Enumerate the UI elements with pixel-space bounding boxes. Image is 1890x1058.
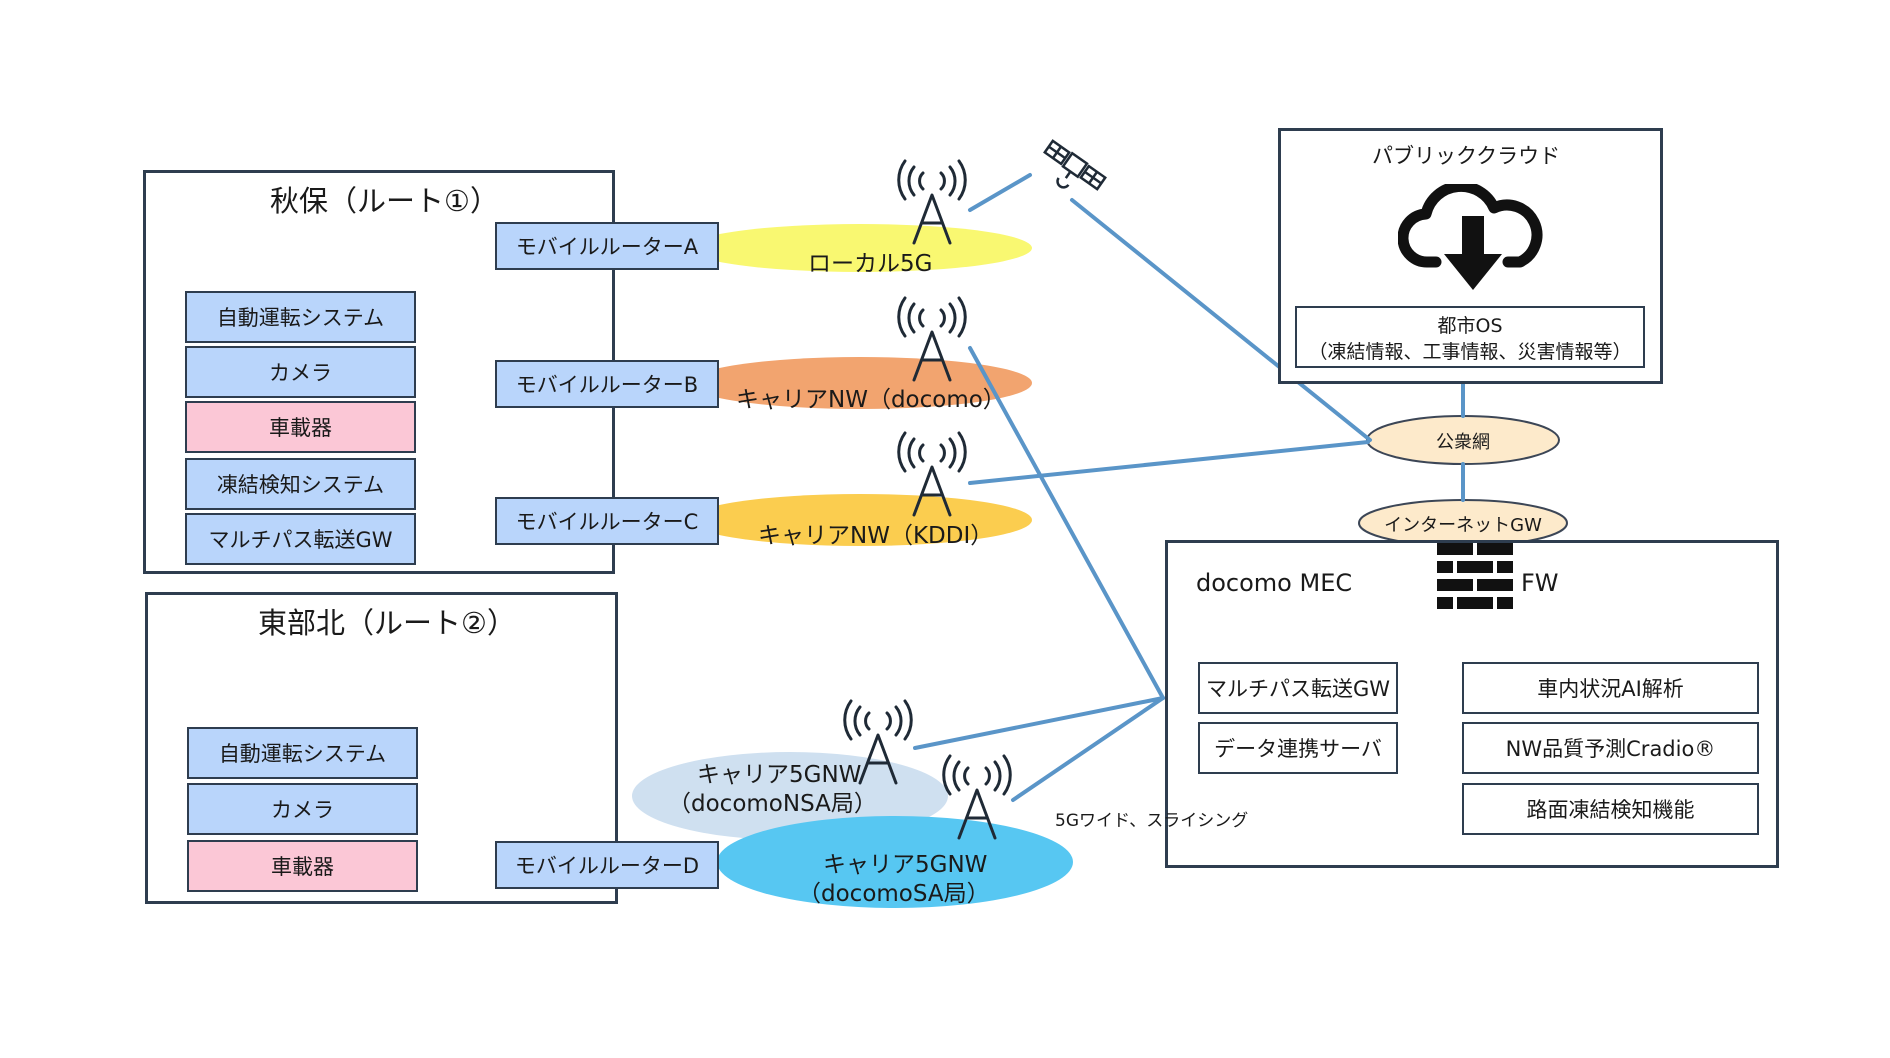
city-os-title: 都市OS [1437, 315, 1503, 337]
route2-camera: カメラ [187, 783, 418, 835]
mobile-router-a: モバイルルーターA [495, 222, 719, 270]
route1-freeze-detection: 凍結検知システム [185, 458, 416, 510]
kddi-nw-label: キャリアNW（KDDI） [758, 523, 994, 549]
route1-autonomous-driving: 自動運転システム [185, 291, 416, 343]
mec-title: docomo MEC [1196, 569, 1353, 597]
slicing-label: 5Gワイド、スライシング [1055, 811, 1249, 831]
sa-label-line2: （docomoSA局） [798, 881, 990, 907]
public-net-label: 公衆網 [1436, 432, 1490, 453]
nsa-label-line1: キャリア5GNW [697, 762, 862, 788]
route1-camera: カメラ [185, 346, 416, 398]
public-cloud-title: パブリッククラウド [1372, 144, 1561, 168]
mobile-router-d: モバイルルーターD [495, 841, 719, 889]
cloud-download-icon [1398, 184, 1543, 290]
route2-onboard-unit: 車載器 [187, 840, 418, 892]
fw-label: FW [1521, 569, 1559, 597]
route1-title: 秋保（ルート①） [270, 184, 499, 218]
firewall-icon [1437, 543, 1513, 609]
route1-onboard-unit: 車載器 [185, 401, 416, 453]
mec-multipath-gw: マルチパス転送GW [1198, 662, 1398, 714]
mobile-router-b: モバイルルーターB [495, 360, 719, 408]
city-os-box [1295, 306, 1645, 368]
sa-label-line1: キャリア5GNW [823, 852, 988, 878]
route1-multipath-gw: マルチパス転送GW [185, 513, 416, 565]
sa-ellipse [717, 816, 1073, 908]
city-os-detail: （凍結情報、工事情報、災害情報等） [1308, 341, 1632, 363]
mobile-router-c: モバイルルーターC [495, 497, 719, 545]
local5g-label: ローカル5G [808, 251, 933, 277]
mec-nw-quality: NW品質予測Cradio® [1462, 722, 1759, 774]
route2-autonomous-driving: 自動運転システム [187, 727, 418, 779]
mec-road-freeze: 路面凍結検知機能 [1462, 783, 1759, 835]
internet-gw-label: インターネットGW [1384, 515, 1542, 536]
mec-data-server: データ連携サーバ [1198, 722, 1398, 774]
docomo-nw-label: キャリアNW（docomo） [736, 387, 1006, 413]
mec-in-vehicle-ai: 車内状況AI解析 [1462, 662, 1759, 714]
route2-title: 東部北（ルート②） [258, 606, 516, 640]
nsa-label-line2: （docomoNSA局） [668, 791, 877, 817]
satellite-icon [1043, 139, 1107, 191]
